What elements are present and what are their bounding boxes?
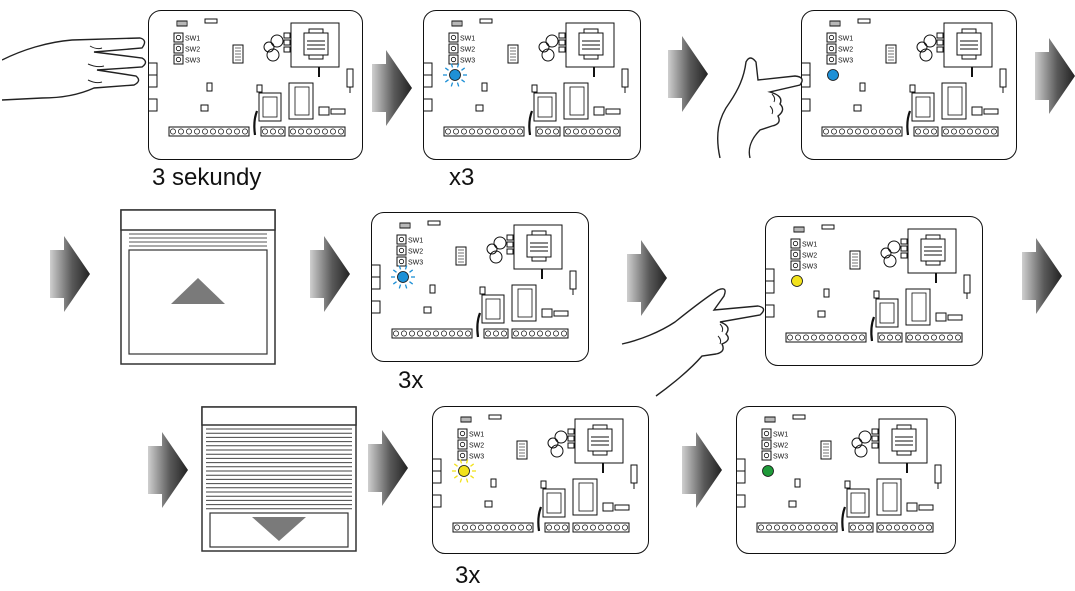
led-blink-ray [453,463,458,467]
status-led [397,271,409,283]
switch-label: SW1 [408,238,423,245]
switch-label: SW2 [185,47,200,54]
switch-label: SW2 [460,47,475,54]
led-blink-ray [398,265,402,270]
led-blink-ray [392,281,397,285]
led-blink-ray [456,63,460,68]
arrow-right-icon [310,236,350,312]
switch-label: SW3 [460,58,475,65]
led-blink-ray [404,284,408,289]
arrow-right-icon [682,432,722,508]
switch-label: SW1 [469,432,484,439]
hand-pointing-icon [700,40,810,160]
status-led [458,465,470,477]
switch-label: SW2 [469,443,484,450]
led-blink-ray [461,79,466,83]
switch-label: SW3 [773,454,788,461]
led-blink-ray [398,284,402,289]
caption-hold-3-seconds: 3 sekundy [152,164,262,191]
down-arrow-icon [252,517,306,541]
led-blink-ray [392,269,397,273]
led-blink-ray [450,63,454,68]
switch-label: SW1 [802,242,817,249]
arrow-right-icon [1022,238,1062,314]
switch-label: SW1 [460,36,475,43]
caption-times-3-bottom: 3x [455,562,481,589]
switch-label: SW3 [408,260,423,267]
led-blink-ray [470,475,475,479]
switch-label: SW1 [773,432,788,439]
switch-label: SW1 [838,36,853,43]
led-blink-ray [453,475,458,479]
led-blink-ray [461,67,466,71]
switch-label: SW1 [185,36,200,43]
hand-pressing-two-buttons-icon [1,28,152,108]
switch-label: SW2 [408,249,423,256]
arrow-right-icon [368,430,408,506]
arrow-right-icon [668,36,708,112]
switch-label: SW3 [469,454,484,461]
led-blink-ray [409,269,414,273]
status-led [827,69,839,81]
switch-label: SW2 [802,253,817,260]
roller-blind-up [119,208,279,368]
caption-times-3-mid: 3x [398,367,424,394]
hand-pointing-icon [620,282,770,398]
caption-times-3-top: x3 [449,164,475,191]
arrow-right-icon [627,240,667,316]
switch-label: SW2 [773,443,788,450]
up-arrow-icon [171,278,225,304]
arrow-right-icon [50,236,90,312]
arrow-right-icon [372,50,412,126]
status-led [762,465,774,477]
led-blink-ray [444,79,449,83]
led-blink-ray [444,67,449,71]
arrow-right-icon [148,432,188,508]
led-blink-ray [450,82,454,87]
roller-blind-down [200,405,360,555]
status-led [449,69,461,81]
switch-label: SW3 [802,264,817,271]
arrow-right-icon [1035,38,1075,114]
led-blink-ray [470,463,475,467]
switch-label: SW2 [838,47,853,54]
status-led [791,275,803,287]
switch-label: SW3 [838,58,853,65]
led-blink-ray [465,459,469,464]
switch-label: SW3 [185,58,200,65]
led-blink-ray [459,459,463,464]
led-blink-ray [456,82,460,87]
led-blink-ray [459,478,463,483]
led-blink-ray [404,265,408,270]
led-blink-ray [465,478,469,483]
led-blink-ray [409,281,414,285]
